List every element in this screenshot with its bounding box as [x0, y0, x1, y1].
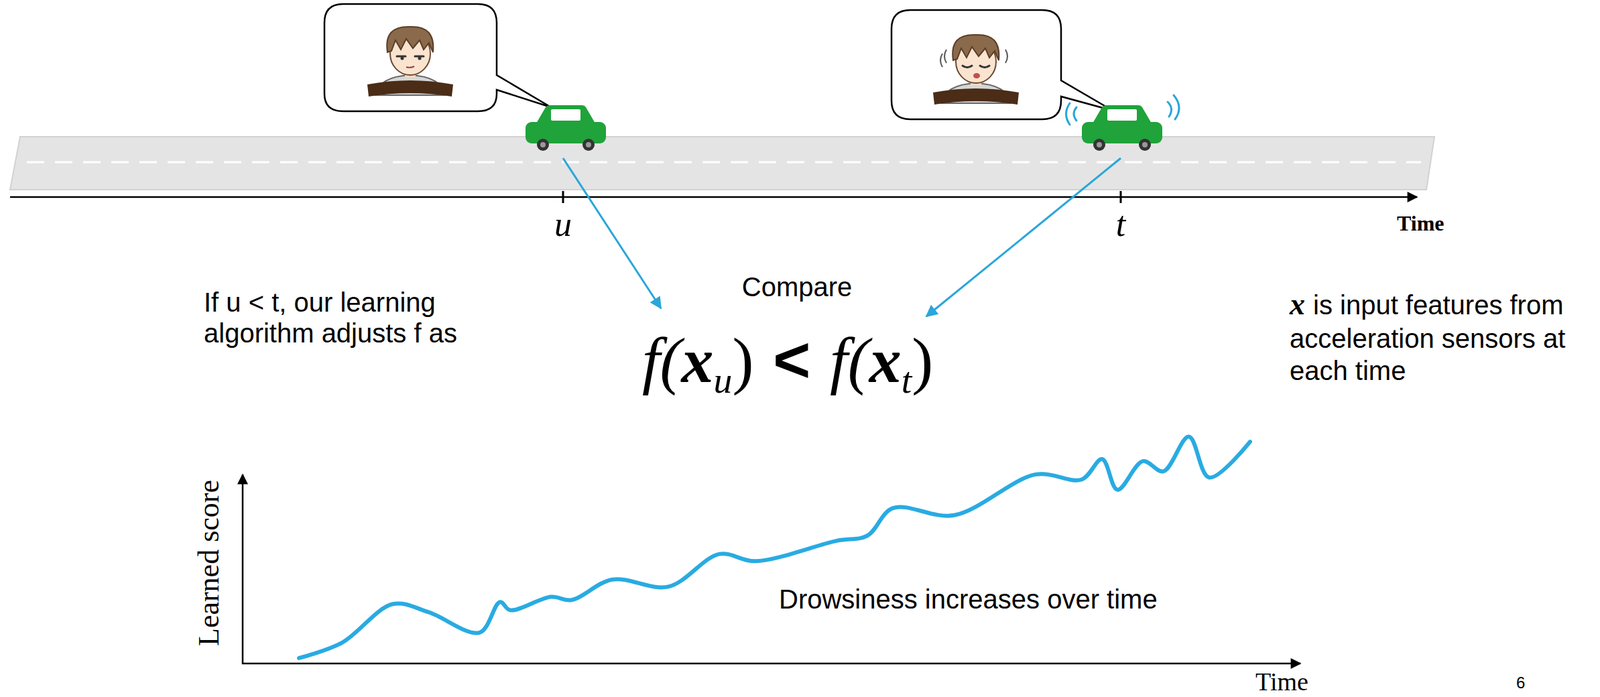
page-number: 6: [1516, 674, 1525, 692]
open-mouth: [973, 73, 980, 79]
car-window: [550, 109, 581, 121]
road: [10, 136, 1435, 190]
driver-mouth: [406, 66, 415, 68]
compare-label: Compare: [742, 272, 853, 302]
comparison-formula: f(xu)<f(xt): [642, 321, 934, 403]
car-hub: [1142, 142, 1148, 148]
driver-hair: [386, 26, 434, 53]
tick-mark: [562, 191, 565, 204]
time-tick-label: u: [554, 205, 572, 244]
car: [525, 105, 606, 151]
formula-variable: x: [681, 324, 714, 397]
driver-pupil: [418, 56, 422, 61]
awake-driver: [367, 26, 454, 97]
leader-arrow: [926, 158, 1121, 317]
driver-pupil: [400, 56, 405, 61]
car-wheel: [582, 138, 595, 151]
tick-mark: [1120, 191, 1123, 204]
formula-paren: ): [911, 324, 934, 397]
formula-subscript: t: [901, 359, 912, 401]
formula-operator: <: [772, 323, 811, 396]
closed-eyes: [962, 65, 990, 68]
speech-bubble: [891, 10, 1113, 120]
car-hub: [585, 142, 592, 148]
variable-symbol: x: [1289, 286, 1306, 322]
formula-variable: x: [869, 324, 902, 397]
axis-label: Time: [1396, 211, 1445, 236]
y-axis-label: Learned score: [193, 479, 226, 647]
score-curve-layer: [298, 437, 1251, 659]
vibration-marks: [1066, 95, 1180, 125]
drowsy-driver: [933, 34, 1019, 105]
lane-marking: [26, 161, 1422, 164]
formula-function: f(: [829, 324, 870, 397]
car-wheel: [1093, 138, 1106, 151]
explanation-text: If u < t, our learning algorithm adjusts…: [203, 286, 526, 349]
formula-function: f(: [642, 324, 682, 397]
car-window: [1107, 109, 1137, 121]
x-axis: [241, 662, 1301, 665]
car-cabin: [1092, 105, 1152, 124]
car-wheel: [536, 138, 549, 151]
car-wheel: [1138, 138, 1151, 151]
wobble-lines: [940, 49, 1008, 68]
chart-annotation: Drowsiness increases over time: [778, 584, 1158, 614]
time-axis: [10, 196, 1418, 199]
learned-score-curve: [298, 437, 1251, 659]
car-cabin: [536, 105, 596, 124]
car-body: [1081, 121, 1163, 144]
driver-hair: [952, 34, 999, 61]
steering-wheel: [367, 80, 454, 97]
car-hub: [1096, 142, 1102, 148]
leader-arrow: [563, 158, 661, 309]
x-axis-label: Time: [1255, 668, 1309, 695]
car-hub: [540, 142, 546, 148]
note-text: is input features from acceleration sens…: [1289, 290, 1566, 386]
car: [1066, 95, 1180, 151]
formula-subscript: u: [713, 359, 733, 401]
car-body: [525, 121, 606, 144]
formula-paren: ): [731, 324, 754, 397]
speech-bubble: [324, 4, 551, 112]
time-tick-label: t: [1116, 205, 1126, 244]
steering-wheel: [933, 88, 1019, 105]
feature-note: xis input features from acceleration sen…: [1289, 285, 1585, 387]
y-axis: [241, 474, 244, 665]
